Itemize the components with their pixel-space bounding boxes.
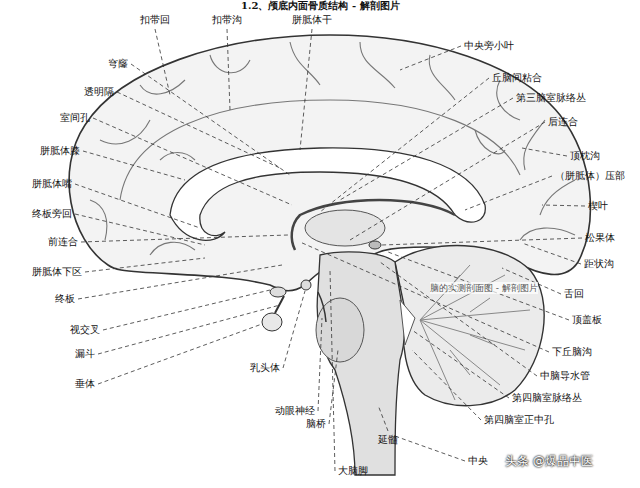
- leader-line: [300, 242, 549, 352]
- part-label: 垂体: [75, 378, 95, 390]
- part-label: 后连合: [548, 116, 578, 128]
- part-label: 第四脑室脉络丛: [512, 392, 582, 404]
- part-label: 动眼神经: [275, 405, 315, 417]
- part-label: 透明隔: [84, 86, 114, 98]
- leader-line: [83, 151, 185, 180]
- part-label: 中央: [468, 455, 488, 467]
- leader-line: [412, 350, 481, 420]
- part-label: （胼胝体）压部: [555, 170, 625, 182]
- part-label: 第三脑室脉络丛: [516, 92, 586, 104]
- leader-line: [318, 318, 322, 411]
- part-label: 前连合: [48, 236, 78, 248]
- part-label: 视交叉: [70, 324, 100, 336]
- leader-line: [522, 148, 567, 156]
- leader-line: [388, 252, 569, 320]
- part-label: 顶盖板: [572, 314, 602, 326]
- part-label: 脑桥: [306, 418, 326, 430]
- part-label: 大脑脚: [338, 465, 368, 477]
- part-label: 下丘脑沟: [552, 346, 592, 358]
- part-label: 终板: [55, 293, 75, 305]
- leader-line: [131, 64, 290, 175]
- leader-line: [75, 184, 200, 228]
- leader-line: [378, 405, 388, 431]
- leader-line: [522, 243, 581, 264]
- leader-line: [155, 29, 170, 95]
- leader-line: [400, 46, 461, 70]
- part-label: 中央旁小叶: [464, 40, 514, 52]
- leader-line: [81, 235, 288, 242]
- part-label: 距状沟: [584, 258, 614, 270]
- part-label: 松果体: [585, 232, 615, 244]
- part-label: 室间孔: [60, 112, 90, 124]
- leader-line: [350, 122, 545, 240]
- part-label: 舌回: [564, 288, 584, 300]
- leader-line: [380, 262, 537, 376]
- part-label: 扣带沟: [212, 14, 242, 26]
- part-label: 胼胝体下区: [32, 266, 82, 278]
- part-label: 漏斗: [75, 348, 95, 360]
- leader-line: [382, 238, 582, 245]
- leader-line: [542, 205, 585, 206]
- part-label: 延髓: [378, 434, 398, 446]
- leader-line: [117, 92, 280, 168]
- leader-line: [78, 265, 282, 299]
- leader-line: [283, 291, 305, 368]
- title: 1.2、颅底内面骨质结构 - 解剖图片: [241, 0, 400, 12]
- part-label: 终板旁回: [32, 208, 72, 220]
- leader-line: [93, 118, 292, 205]
- part-label: 楔叶: [588, 200, 608, 212]
- part-label: 扣带回: [140, 14, 170, 26]
- part-label: 乳头体: [250, 362, 280, 374]
- leader-line: [340, 98, 513, 200]
- leader-line: [392, 435, 465, 461]
- part-label: 第四脑室正中孔: [484, 414, 554, 426]
- leader-line: [412, 330, 509, 398]
- part-label: 胼胝体嘴: [32, 178, 72, 190]
- part-label: 穹窿: [108, 58, 128, 70]
- leader-line: [227, 29, 230, 110]
- part-label: 顶枕沟: [570, 150, 600, 162]
- part-label: 胼胝体膝: [40, 145, 80, 157]
- leader-line: [98, 324, 262, 384]
- watermark: 头条 @爆品中医: [505, 455, 593, 467]
- part-label: 胼胝体干: [292, 14, 332, 26]
- leader-line: [300, 29, 312, 150]
- leader-line: [85, 258, 205, 272]
- leader-line: [103, 290, 270, 330]
- leader-line: [320, 78, 489, 212]
- leader-line: [330, 270, 335, 471]
- leader-line: [98, 305, 280, 354]
- leader-line: [465, 176, 552, 210]
- watermark: 脑的实测剖面图 - 解剖图片: [430, 282, 538, 294]
- part-label: 中脑导水管: [540, 370, 590, 382]
- part-label: 丘脑间粘合: [492, 72, 542, 84]
